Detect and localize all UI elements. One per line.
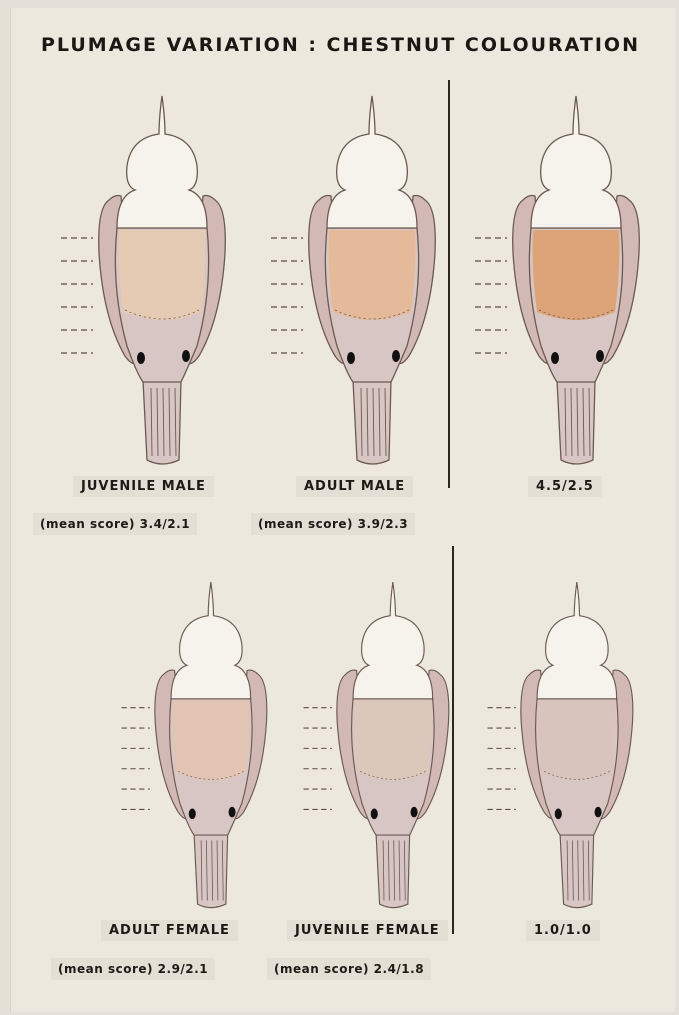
chestnut-patch: [329, 230, 416, 320]
head: [117, 96, 207, 228]
left-foot: [371, 809, 378, 820]
chestnut-patch: [538, 701, 615, 781]
score-juvenile-female: (mean score) 2.4/1.8: [267, 958, 431, 980]
bird-adult-female: [97, 575, 307, 920]
score-adult-male: (mean score) 3.9/2.3: [251, 513, 415, 535]
right-foot: [596, 350, 604, 362]
label-reference-high: 4.5/2.5: [528, 476, 602, 497]
bird-reference-high: [461, 88, 671, 478]
label-adult-male: ADULT MALE: [296, 476, 413, 497]
head: [171, 582, 251, 699]
right-foot: [411, 807, 418, 818]
head: [537, 582, 617, 699]
plate-title: PLUMAGE VARIATION : CHESTNUT COLOURATION: [41, 34, 640, 56]
label-juvenile-male: JUVENILE MALE: [73, 476, 214, 497]
score-adult-female: (mean score) 2.9/2.1: [51, 958, 215, 980]
left-foot: [137, 352, 145, 364]
right-foot: [595, 807, 602, 818]
chestnut-patch: [354, 701, 431, 781]
head: [353, 582, 433, 699]
bird-reference-low: [463, 575, 673, 920]
bird-juvenile-female: [279, 575, 489, 920]
left-foot: [347, 352, 355, 364]
label-juvenile-female: JUVENILE FEMALE: [287, 920, 448, 941]
label-reference-low: 1.0/1.0: [526, 920, 600, 941]
bird-adult-male: [257, 88, 467, 478]
chestnut-patch: [172, 701, 249, 781]
right-foot: [392, 350, 400, 362]
plate: PLUMAGE VARIATION : CHESTNUT COLOURATION…: [10, 8, 675, 1012]
left-foot: [555, 809, 562, 820]
left-foot: [551, 352, 559, 364]
chestnut-patch: [119, 230, 206, 320]
left-foot: [189, 809, 196, 820]
head: [327, 96, 417, 228]
bird-juvenile-male: [47, 88, 257, 478]
chestnut-patch: [533, 230, 620, 320]
score-juvenile-male: (mean score) 3.4/2.1: [33, 513, 197, 535]
label-adult-female: ADULT FEMALE: [101, 920, 238, 941]
right-foot: [182, 350, 190, 362]
right-foot: [229, 807, 236, 818]
head: [531, 96, 621, 228]
